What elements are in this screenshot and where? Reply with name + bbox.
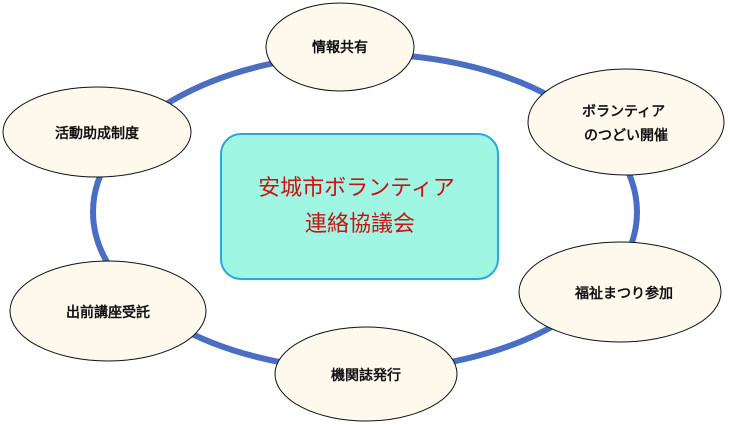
node-label-line: 機関誌発行 (331, 367, 401, 384)
node-label-line: のつどい開催 (584, 127, 668, 144)
node-volunteer-gathering: ボランティア のつどい開催 (527, 68, 725, 176)
node-label: 福祉まつり参加 (574, 285, 673, 302)
node-label: 活動助成制度 (55, 125, 140, 142)
node-bubble (518, 241, 722, 343)
node-label: 機関誌発行 (331, 367, 401, 384)
node-newsletter: 機関誌発行 (274, 326, 458, 422)
node-label-line: 出前講座受託 (66, 304, 150, 321)
node-bubble (2, 86, 192, 178)
node-label-line: 活動助成制度 (55, 125, 140, 142)
node-bubble (274, 326, 458, 422)
node-label: ボランティア のつどい開催 (582, 104, 670, 144)
node-welfare-festival: 福祉まつり参加 (518, 241, 722, 343)
center-title-line-1: 安城市ボランティア (258, 176, 455, 201)
center-title: 安城市ボランティア 連絡協議会 (258, 176, 462, 237)
node-bubble (265, 2, 415, 92)
node-bubble (9, 260, 207, 362)
node-label-line: 福祉まつり参加 (574, 285, 673, 302)
node-label-line: ボランティア (582, 104, 665, 120)
center-title-line-2: 連絡協議会 (305, 212, 415, 237)
node-label: 出前講座受託 (66, 304, 150, 321)
node-info-sharing: 情報共有 (265, 2, 415, 92)
center-box (220, 133, 499, 280)
node-outreach-lecture: 出前講座受託 (9, 260, 207, 362)
node-label-line: 情報共有 (312, 39, 368, 56)
node-activity-grant: 活動助成制度 (2, 86, 192, 178)
node-bubble (527, 68, 725, 176)
node-label: 情報共有 (312, 39, 368, 56)
